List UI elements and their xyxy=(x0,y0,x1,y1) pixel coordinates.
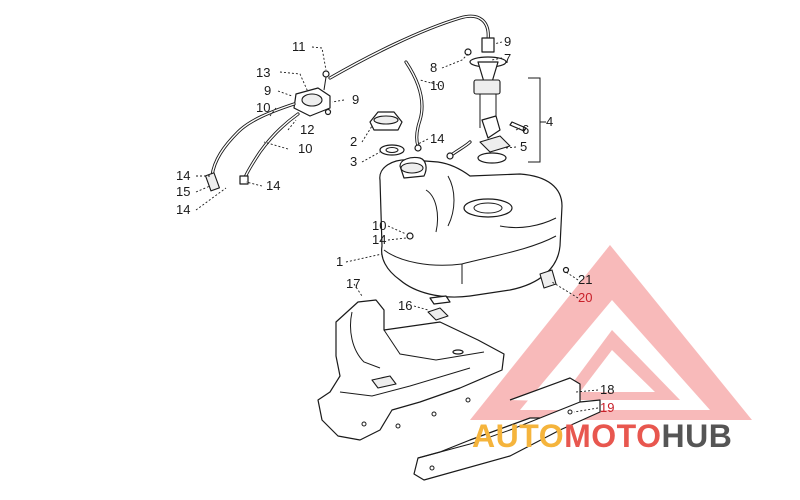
callout-17: 17 xyxy=(346,276,360,291)
callout-11: 11 xyxy=(292,39,306,54)
callout-14-left-bottom: 14 xyxy=(176,202,190,217)
fuel-cap xyxy=(369,111,403,131)
fuel-pump-assembly xyxy=(464,37,507,139)
pump-gasket xyxy=(477,135,511,164)
hose-fitting xyxy=(204,172,249,192)
watermark-logo-text: AUTOMOTOHUB xyxy=(472,418,732,455)
callout-8: 8 xyxy=(430,60,437,75)
fuel-valve xyxy=(293,70,332,117)
callout-14-left-hose: 14 xyxy=(266,178,280,193)
cap-gasket xyxy=(379,144,405,156)
callout-20: 20 xyxy=(578,290,592,305)
pump-bolt xyxy=(509,121,527,132)
callout-5: 5 xyxy=(520,139,527,154)
small-clamps xyxy=(406,144,454,240)
watermark-text-moto: MOTO xyxy=(564,418,662,454)
callout-1: 1 xyxy=(336,254,343,269)
callout-18: 18 xyxy=(600,382,614,397)
watermark-text-auto: AUTO xyxy=(472,418,565,454)
callout-10-left-upper: 10 xyxy=(256,100,270,115)
callout-6: 6 xyxy=(522,122,529,137)
callout-9-left: 9 xyxy=(264,83,271,98)
callout-9-top: 9 xyxy=(504,34,511,49)
leader-lines xyxy=(195,41,599,413)
tank-tray xyxy=(317,299,505,441)
tank-pad xyxy=(427,295,451,321)
fuel-hose-left xyxy=(210,102,300,182)
callout-14-middle: 14 xyxy=(430,131,444,146)
heat-shield xyxy=(413,377,601,481)
callout-12: 12 xyxy=(300,122,314,137)
callout-7: 7 xyxy=(504,51,511,66)
vent-hose-top xyxy=(328,14,490,80)
callout-10-left-lower: 10 xyxy=(298,141,312,156)
assembly-bracket-4 xyxy=(528,77,546,163)
callout-13: 13 xyxy=(256,65,270,80)
callout-labels: 11 13 9 10 9 12 10 14 15 14 14 9 7 8 10 … xyxy=(176,34,614,415)
fuel-tank xyxy=(379,156,563,298)
watermark-text-hub: HUB xyxy=(661,418,733,454)
callout-10-middle: 10 xyxy=(430,78,444,93)
callout-14-left-top: 14 xyxy=(176,168,190,183)
hose-clamp-20 xyxy=(539,266,570,289)
callout-16: 16 xyxy=(398,298,412,313)
callout-14-tank: 14 xyxy=(372,232,386,247)
callout-15: 15 xyxy=(176,184,190,199)
callout-10-tank: 10 xyxy=(372,218,386,233)
callout-2: 2 xyxy=(350,134,357,149)
callout-19: 19 xyxy=(600,400,614,415)
callout-4: 4 xyxy=(546,114,553,129)
callout-9-mid: 9 xyxy=(352,92,359,107)
callout-3: 3 xyxy=(350,154,357,169)
callout-21: 21 xyxy=(578,272,592,287)
